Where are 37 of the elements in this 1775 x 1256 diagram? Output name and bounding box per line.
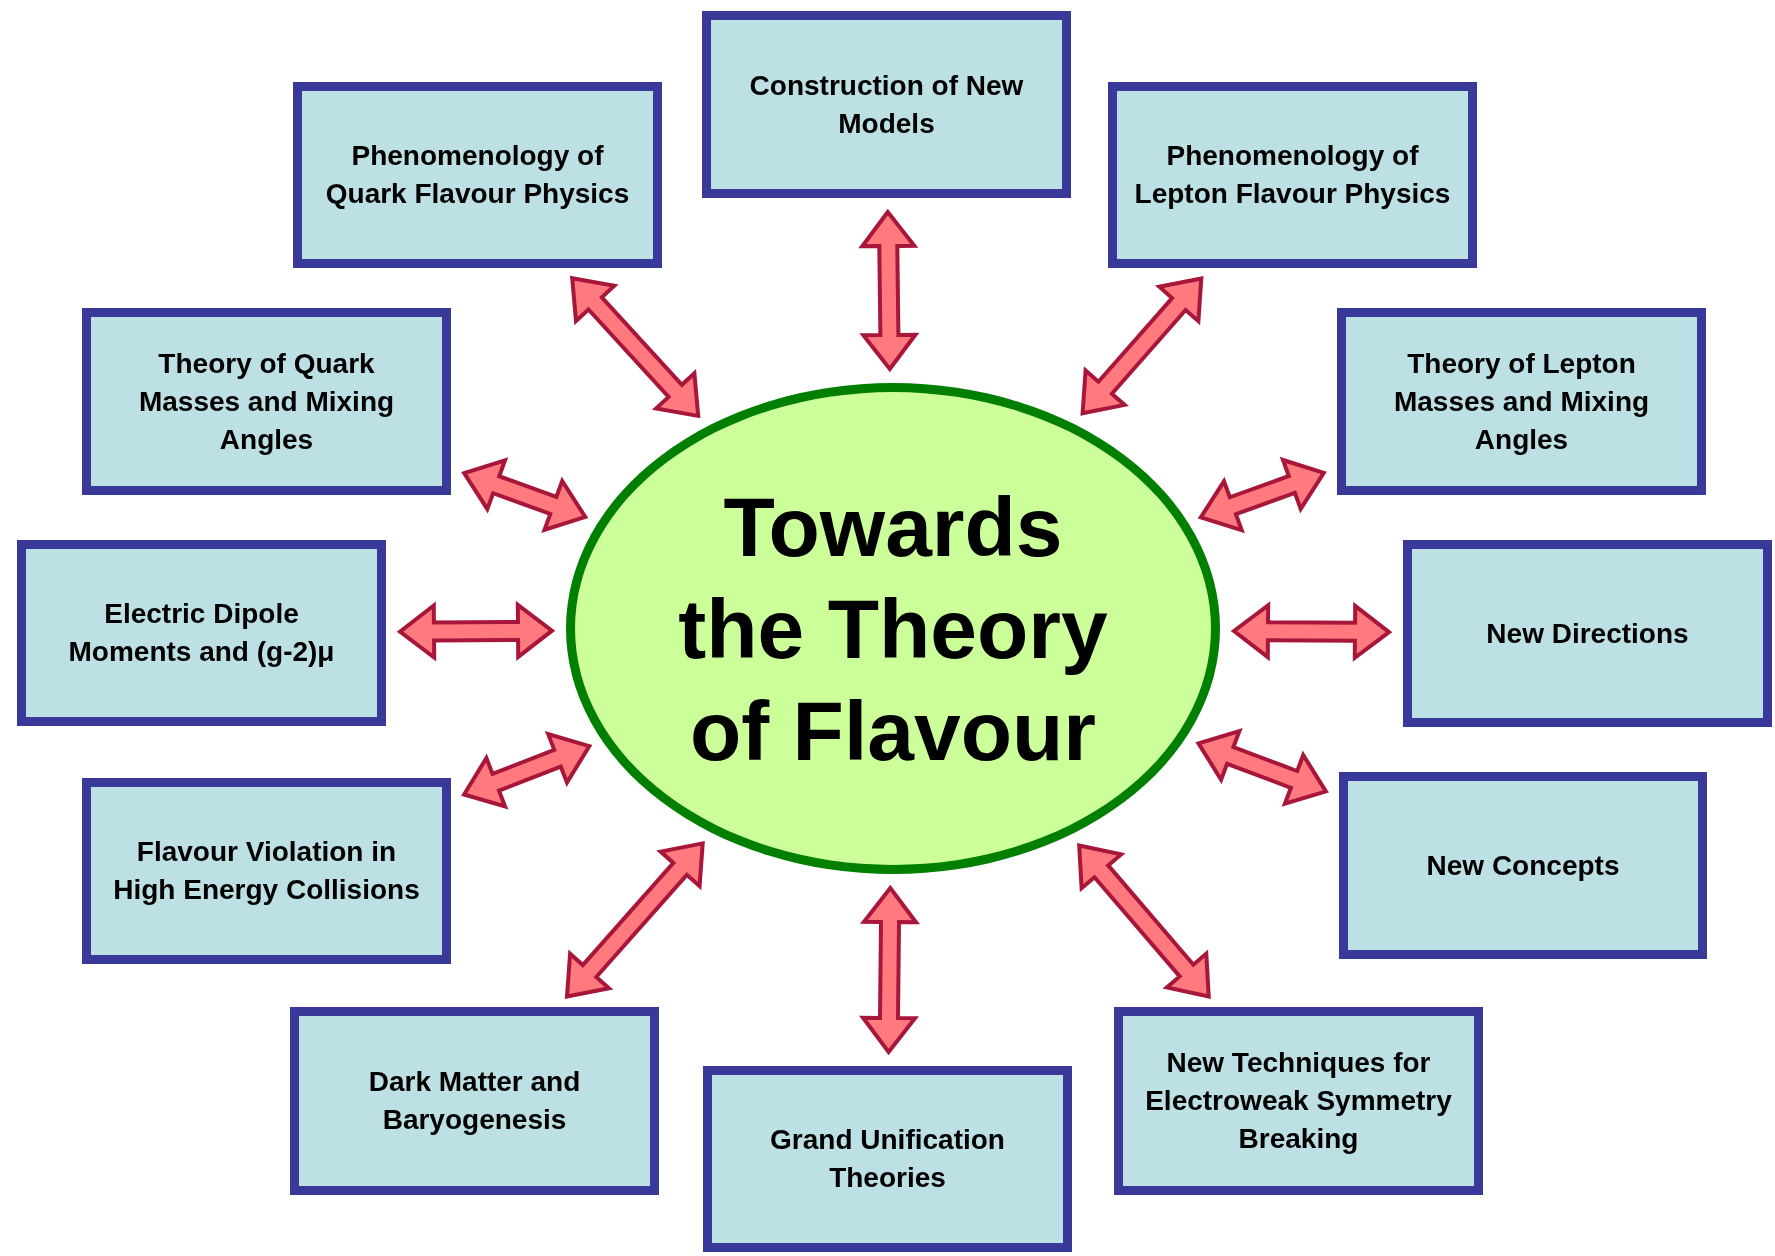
double-arrow bbox=[461, 731, 593, 810]
topic-label: Phenomenology of Lepton Flavour Physics bbox=[1133, 139, 1452, 211]
topic-box bbox=[1403, 540, 1772, 727]
topic-label: New Concepts bbox=[1426, 848, 1620, 883]
topic-box bbox=[290, 1007, 659, 1195]
double-arrow bbox=[1077, 843, 1211, 999]
topic-box bbox=[17, 540, 386, 726]
topic-label: Dark Matter and Baryogenesis bbox=[367, 1065, 582, 1137]
double-arrow bbox=[1197, 456, 1327, 534]
double-arrow bbox=[564, 840, 705, 999]
topic-label: Theory of Lepton Masses and Mixing Angles bbox=[1392, 346, 1651, 457]
topic-label: New Directions bbox=[1486, 616, 1689, 651]
topic-label: New Techniques for Electroweak Symmetry Breaking bbox=[1144, 1046, 1453, 1156]
topic-label: Construction of New Models bbox=[748, 68, 1025, 141]
central-title: Towards the Theory of Flavour bbox=[677, 478, 1109, 780]
topic-label: Phenomenology of Quark Flavour Physics bbox=[324, 139, 631, 211]
double-arrow bbox=[569, 275, 701, 419]
topic-box bbox=[1339, 772, 1707, 959]
topic-box bbox=[82, 778, 451, 964]
topic-label: Grand Unification Theories bbox=[769, 1123, 1006, 1195]
double-arrow bbox=[1230, 601, 1393, 662]
double-arrow bbox=[858, 884, 921, 1056]
topic-box bbox=[702, 11, 1071, 198]
topic-box bbox=[1108, 82, 1477, 268]
topic-label: Flavour Violation in High Energy Collisions bbox=[112, 835, 421, 907]
topic-box bbox=[82, 308, 451, 495]
double-arrow bbox=[1080, 276, 1204, 416]
double-arrow bbox=[396, 600, 556, 662]
topic-box bbox=[703, 1066, 1072, 1252]
topic-box bbox=[1114, 1007, 1483, 1195]
double-arrow bbox=[461, 457, 589, 534]
topic-label: Electric Dipole Moments and (g-2)μ bbox=[67, 597, 336, 669]
topic-box bbox=[1337, 308, 1706, 495]
topic-box bbox=[293, 82, 662, 268]
double-arrow bbox=[858, 208, 920, 373]
double-arrow bbox=[1195, 727, 1329, 807]
topic-label: Theory of Quark Masses and Mixing Angles bbox=[137, 346, 396, 457]
